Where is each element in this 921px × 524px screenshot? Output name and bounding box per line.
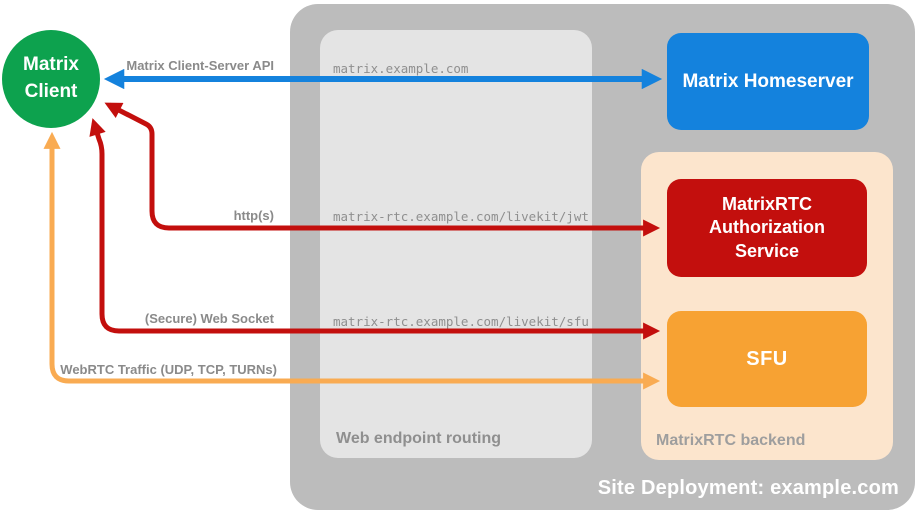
arrow-label-https: http(s) <box>233 208 274 223</box>
sfu-label: SFU <box>746 347 788 370</box>
matrixrtc-authorization-service-node: MatrixRTC Authorization Service <box>667 179 867 277</box>
matrixrtc-backend-label: MatrixRTC backend <box>656 432 806 449</box>
arrow-label-secure-web-socket: (Secure) Web Socket <box>144 311 274 326</box>
matrix-client-node: Matrix Client <box>2 30 100 128</box>
web-endpoint-routing-panel: Web endpoint routing <box>320 30 592 458</box>
endpoint-matrix-example-com: matrix.example.com <box>333 61 469 76</box>
sfu-node: SFU <box>667 311 867 407</box>
arrow-label-webrtc-traffic: WebRTC Traffic (UDP, TCP, TURNs) <box>60 362 277 377</box>
endpoint-livekit-jwt: matrix-rtc.example.com/livekit/jwt <box>333 209 589 224</box>
matrix-client-label: Matrix Client <box>23 54 79 102</box>
matrix-homeserver-label: Matrix Homeserver <box>682 70 854 92</box>
site-deployment-label: Site Deployment: example.com <box>597 477 899 499</box>
matrix-homeserver-node: Matrix Homeserver <box>667 33 869 130</box>
endpoint-livekit-sfu: matrix-rtc.example.com/livekit/sfu <box>333 314 589 329</box>
matrixrtc-authorization-service-label: MatrixRTC Authorization Service <box>709 193 825 261</box>
web-endpoint-routing-label: Web endpoint routing <box>336 430 502 447</box>
